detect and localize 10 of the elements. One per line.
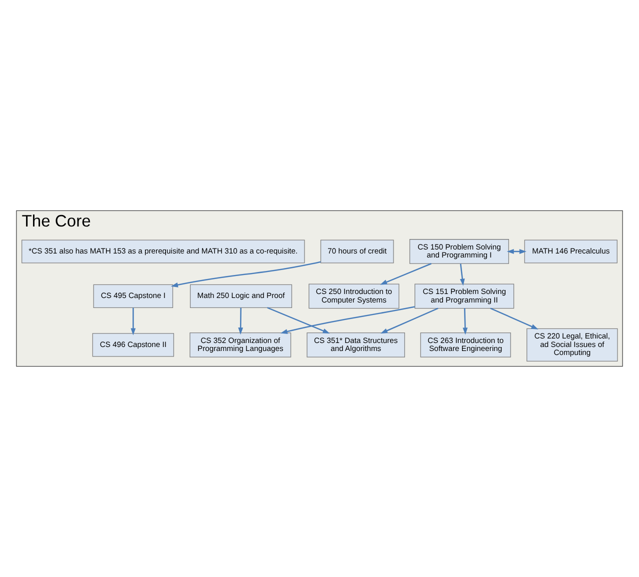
arrow (170, 261, 321, 288)
arrow (280, 306, 415, 334)
arrow (380, 308, 438, 334)
arrow (238, 308, 244, 335)
arrow (267, 307, 330, 334)
arrow (490, 308, 538, 330)
arrow (130, 308, 136, 336)
arrow (460, 264, 465, 286)
arrow (462, 308, 468, 335)
arrow (380, 263, 432, 285)
